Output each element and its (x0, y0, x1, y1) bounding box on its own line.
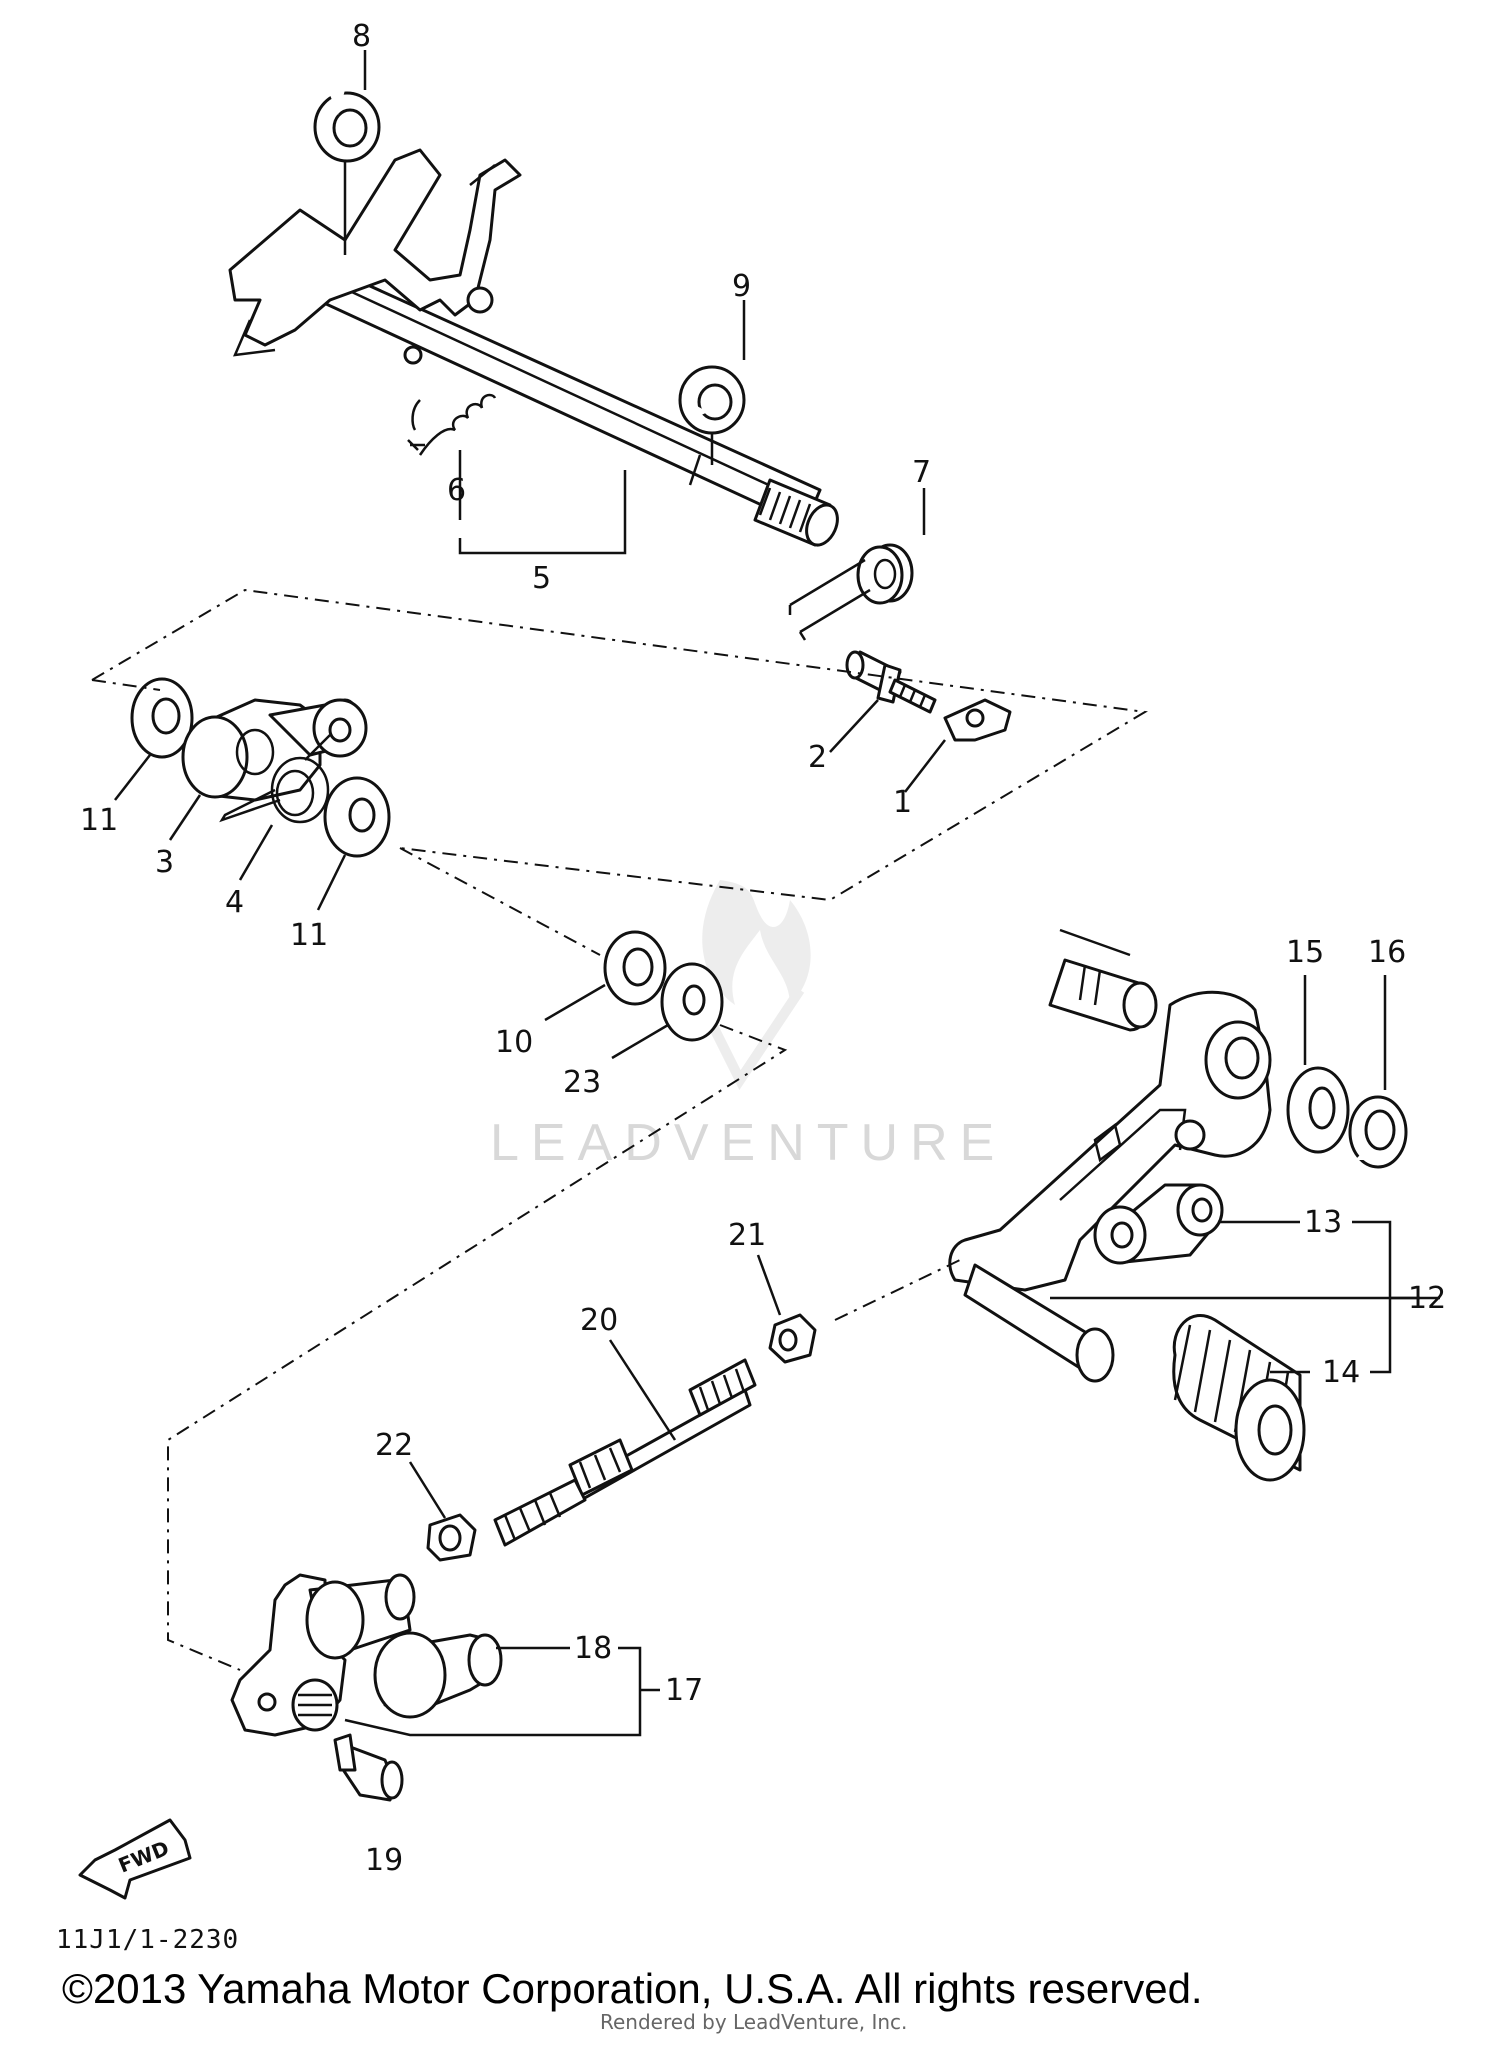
callout-19[interactable]: 19 (365, 1843, 403, 1878)
washer-part-11-left[interactable] (130, 677, 194, 759)
watermark-text: LEADVENTURE (490, 1114, 1006, 1172)
callout-11-right[interactable]: 11 (290, 918, 328, 953)
callout-2[interactable]: 2 (808, 740, 827, 775)
shift-pedal-part-12[interactable] (948, 928, 1272, 1383)
callout-9[interactable]: 9 (732, 269, 751, 304)
rendered-by-note: Rendered by LeadVenture, Inc. (600, 2010, 908, 2034)
callout-23[interactable]: 23 (563, 1065, 601, 1100)
callout-10[interactable]: 10 (495, 1025, 533, 1060)
torsion-spring-part-4[interactable] (219, 734, 331, 824)
callout-12[interactable]: 12 (1408, 1281, 1446, 1316)
copyright-notice: ©2013 Yamaha Motor Corporation, U.S.A. A… (62, 1965, 1203, 2012)
callout-6[interactable]: 6 (447, 473, 466, 508)
shift-arm-bracket[interactable] (228, 148, 522, 357)
rod-end-part-13[interactable] (1093, 1183, 1224, 1265)
callout-7[interactable]: 7 (912, 455, 931, 490)
rod-end-part-18[interactable] (373, 1631, 503, 1719)
callout-17[interactable]: 17 (665, 1673, 703, 1708)
shift-shaft-part-5[interactable] (283, 250, 843, 550)
diagram-code: 11J1/1-2230 (56, 1925, 240, 1955)
callout-11-left[interactable]: 11 (80, 803, 118, 838)
callout-22[interactable]: 22 (375, 1428, 413, 1463)
lock-nut-part-21[interactable] (768, 1313, 817, 1364)
stopper-plate-part-1[interactable] (943, 698, 1012, 742)
washer-part-10[interactable] (603, 930, 667, 1006)
callout-15[interactable]: 15 (1286, 935, 1324, 970)
callout-20[interactable]: 20 (580, 1303, 618, 1338)
lock-nut-part-22[interactable] (426, 1513, 477, 1562)
callout-13[interactable]: 13 (1304, 1205, 1342, 1240)
callout-3[interactable]: 3 (155, 845, 174, 880)
bolt-part-2[interactable] (845, 650, 937, 714)
roller-arm-part-3[interactable] (181, 698, 368, 802)
circlip-part-9[interactable] (678, 365, 746, 435)
torsion-spring-part-7[interactable] (788, 543, 914, 641)
tie-rod-part-20[interactable] (493, 1358, 757, 1547)
washer-part-11-right[interactable] (323, 776, 391, 858)
footrest-rubber-part-14[interactable] (1172, 1313, 1306, 1482)
callout-1[interactable]: 1 (893, 785, 912, 820)
callout-18[interactable]: 18 (574, 1631, 612, 1666)
spring-part-6[interactable] (403, 345, 497, 456)
washer-part-15[interactable] (1286, 1066, 1350, 1154)
circlip-part-16[interactable] (1348, 1095, 1408, 1169)
bolt-part-19[interactable] (333, 1733, 404, 1802)
callout-14[interactable]: 14 (1322, 1355, 1360, 1390)
fwd-arrow-icon (78, 1818, 192, 1900)
callout-5[interactable]: 5 (532, 561, 551, 596)
washer-part-23[interactable] (660, 962, 724, 1042)
circlip-part-8[interactable] (313, 90, 381, 163)
callout-21[interactable]: 21 (728, 1218, 766, 1253)
callout-4[interactable]: 4 (225, 885, 244, 920)
shift-arm-part-17[interactable] (230, 1573, 416, 1737)
callout-8[interactable]: 8 (352, 19, 371, 54)
callout-16[interactable]: 16 (1368, 935, 1406, 970)
